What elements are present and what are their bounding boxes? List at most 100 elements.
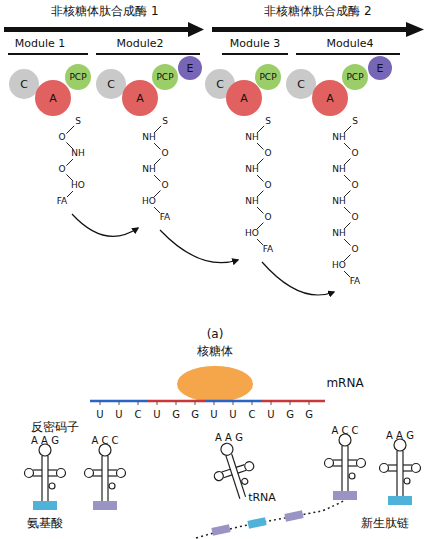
text-label: tRNA [248,492,276,504]
atom-label: HO [331,261,347,271]
domain-label: C [107,78,115,91]
domain-label: A [326,92,334,105]
domain-label: A [49,92,57,105]
atom-label: O [263,213,272,223]
atom-label: S [351,117,359,127]
atom-label: FA [159,213,172,223]
atom-label: O [350,245,359,255]
text-label: (a) [207,328,224,341]
text-label: 非核糖体肽合成酶 1 [51,5,158,18]
atom-label: NH [331,229,347,239]
text-label: A C C [91,435,118,446]
domain-label: C [20,78,28,91]
text-label: 非核糖体肽合成酶 2 [264,5,371,18]
text-label: C [135,409,142,420]
text-label: 新生肽链 [361,517,409,530]
domain-label: PCP [69,72,86,82]
text-label: 核糖体 [197,345,233,358]
text-label: U [229,409,236,420]
atom-label: NH [244,133,260,143]
atom-label: O [57,165,66,175]
text-label: A A G [31,435,59,446]
atom-label: O [160,181,169,191]
amino-acid [93,501,117,510]
atom-label: HO [244,229,260,239]
ribosome [177,366,253,402]
atom-label: O [57,133,66,143]
codon-tick [100,401,309,405]
amino-acid [333,491,357,500]
atom-label: O [263,149,272,159]
amino-acid [388,496,412,505]
atom-label: NH [141,165,157,175]
domain-circle: PCP [65,64,91,90]
text-label: G [286,409,294,420]
text-label: G [305,409,313,420]
peptide-residue [211,510,303,536]
transfer-arrow [72,214,334,295]
atom-label: NH [331,133,347,143]
text-label: U [153,409,160,420]
domain-label: E [187,62,194,75]
enzyme-arrow [4,22,424,37]
atom-label: S [264,117,272,127]
domain-circle: E [368,56,392,80]
trna [85,444,126,501]
atom-label: FA [262,245,275,255]
text-label: U [267,409,274,420]
domain-label: E [377,62,384,75]
atom-label: FA [56,197,69,207]
text-label: U [115,409,122,420]
domain-circle: A [122,80,158,116]
domain-label: PCP [156,72,173,82]
atom-label: O [263,181,272,191]
domain-circle: PCP [255,64,281,90]
text-label: A A G [386,430,414,441]
module-bar [8,53,400,55]
domain-circle: E [178,56,202,80]
domain-circle: A [312,80,348,116]
text-label: Module4 [327,38,374,50]
text-label: A C C [331,425,358,436]
text-label: A A G [215,432,243,443]
peptide-chain [196,500,345,538]
domain-label: PCP [259,72,276,82]
text-label: 反密码子 [31,421,79,434]
atom-label: HO [70,181,86,191]
text-label: Module2 [117,38,164,50]
atom-label: NH [244,165,260,175]
atom-label: O [350,149,359,159]
text-label: G [172,409,180,420]
text-label: G [191,409,199,420]
atom-label: S [161,117,169,127]
trna [25,444,66,501]
atom-label: O [350,213,359,223]
amino-acid [33,501,57,510]
trna [380,439,421,496]
text-label: Module 1 [15,38,66,50]
trna [325,434,366,491]
domain-circle: PCP [152,64,178,90]
atom-label: NH [70,149,86,159]
text-label: C [249,409,256,420]
atom-label: NH [331,165,347,175]
atom-label: HO [141,197,157,207]
domain-label: PCP [346,72,363,82]
atom-label: NH [141,133,157,143]
domain-label: A [136,92,144,105]
atom-label: O [350,181,359,191]
text-label: U [96,409,103,420]
domain-circle: PCP [342,64,368,90]
domain-label: C [297,78,305,91]
atom-label: NH [244,197,260,207]
domain-circle: A [35,80,71,116]
domain-circle: A [226,80,262,116]
text-label: Module 3 [230,38,281,50]
atom-label: O [160,149,169,159]
atom-label: NH [331,197,347,207]
domain-label: A [240,92,248,105]
domain-label: C [216,78,224,91]
text-label: U [210,409,217,420]
atom-label: FA [349,277,362,287]
